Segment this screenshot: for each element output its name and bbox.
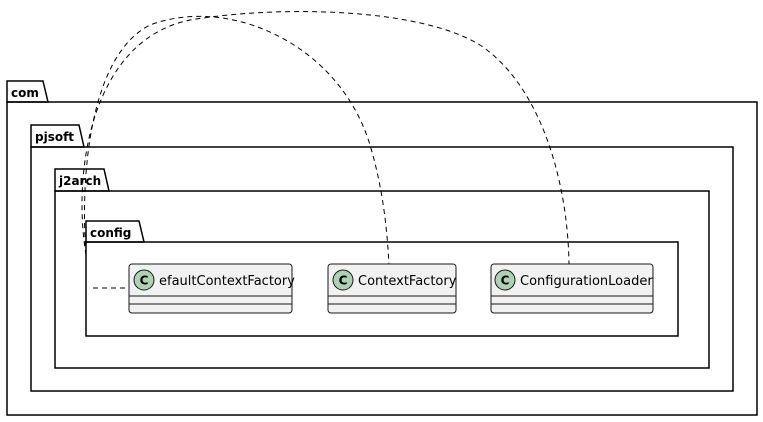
dependency-line-to-configurationloader	[81, 11, 570, 266]
dependency-lines	[81, 11, 570, 289]
class-stereotype-icon	[494, 269, 516, 291]
package-label: j2arch	[58, 174, 101, 188]
class-stereotype-icon	[332, 269, 354, 291]
package-j2arch[interactable]: j2arch	[54, 168, 710, 369]
package-label: com	[11, 86, 39, 100]
class-name: ConfigurationLoader	[520, 274, 653, 289]
package-config[interactable]: config	[85, 220, 679, 337]
class-stereotype-icon	[133, 269, 155, 291]
class-stereotype-letter: C	[140, 274, 149, 288]
package-label: pjsoft	[35, 130, 74, 144]
class-name: efaultContextFactory	[159, 274, 295, 289]
package-label: config	[90, 226, 131, 240]
class-efaultcontextfactory[interactable]: C efaultContextFactory	[128, 263, 295, 314]
class-configurationloader[interactable]: C ConfigurationLoader	[490, 263, 654, 314]
class-name: ContextFactory	[358, 274, 457, 289]
package-com[interactable]: com	[6, 80, 758, 416]
class-stereotype-letter: C	[501, 274, 510, 288]
class-contextfactory[interactable]: C ContextFactory	[327, 263, 457, 314]
class-stereotype-letter: C	[339, 274, 348, 288]
package-pjsoft[interactable]: pjsoft	[30, 124, 734, 392]
dependency-line-to-contextfactory	[84, 16, 390, 266]
